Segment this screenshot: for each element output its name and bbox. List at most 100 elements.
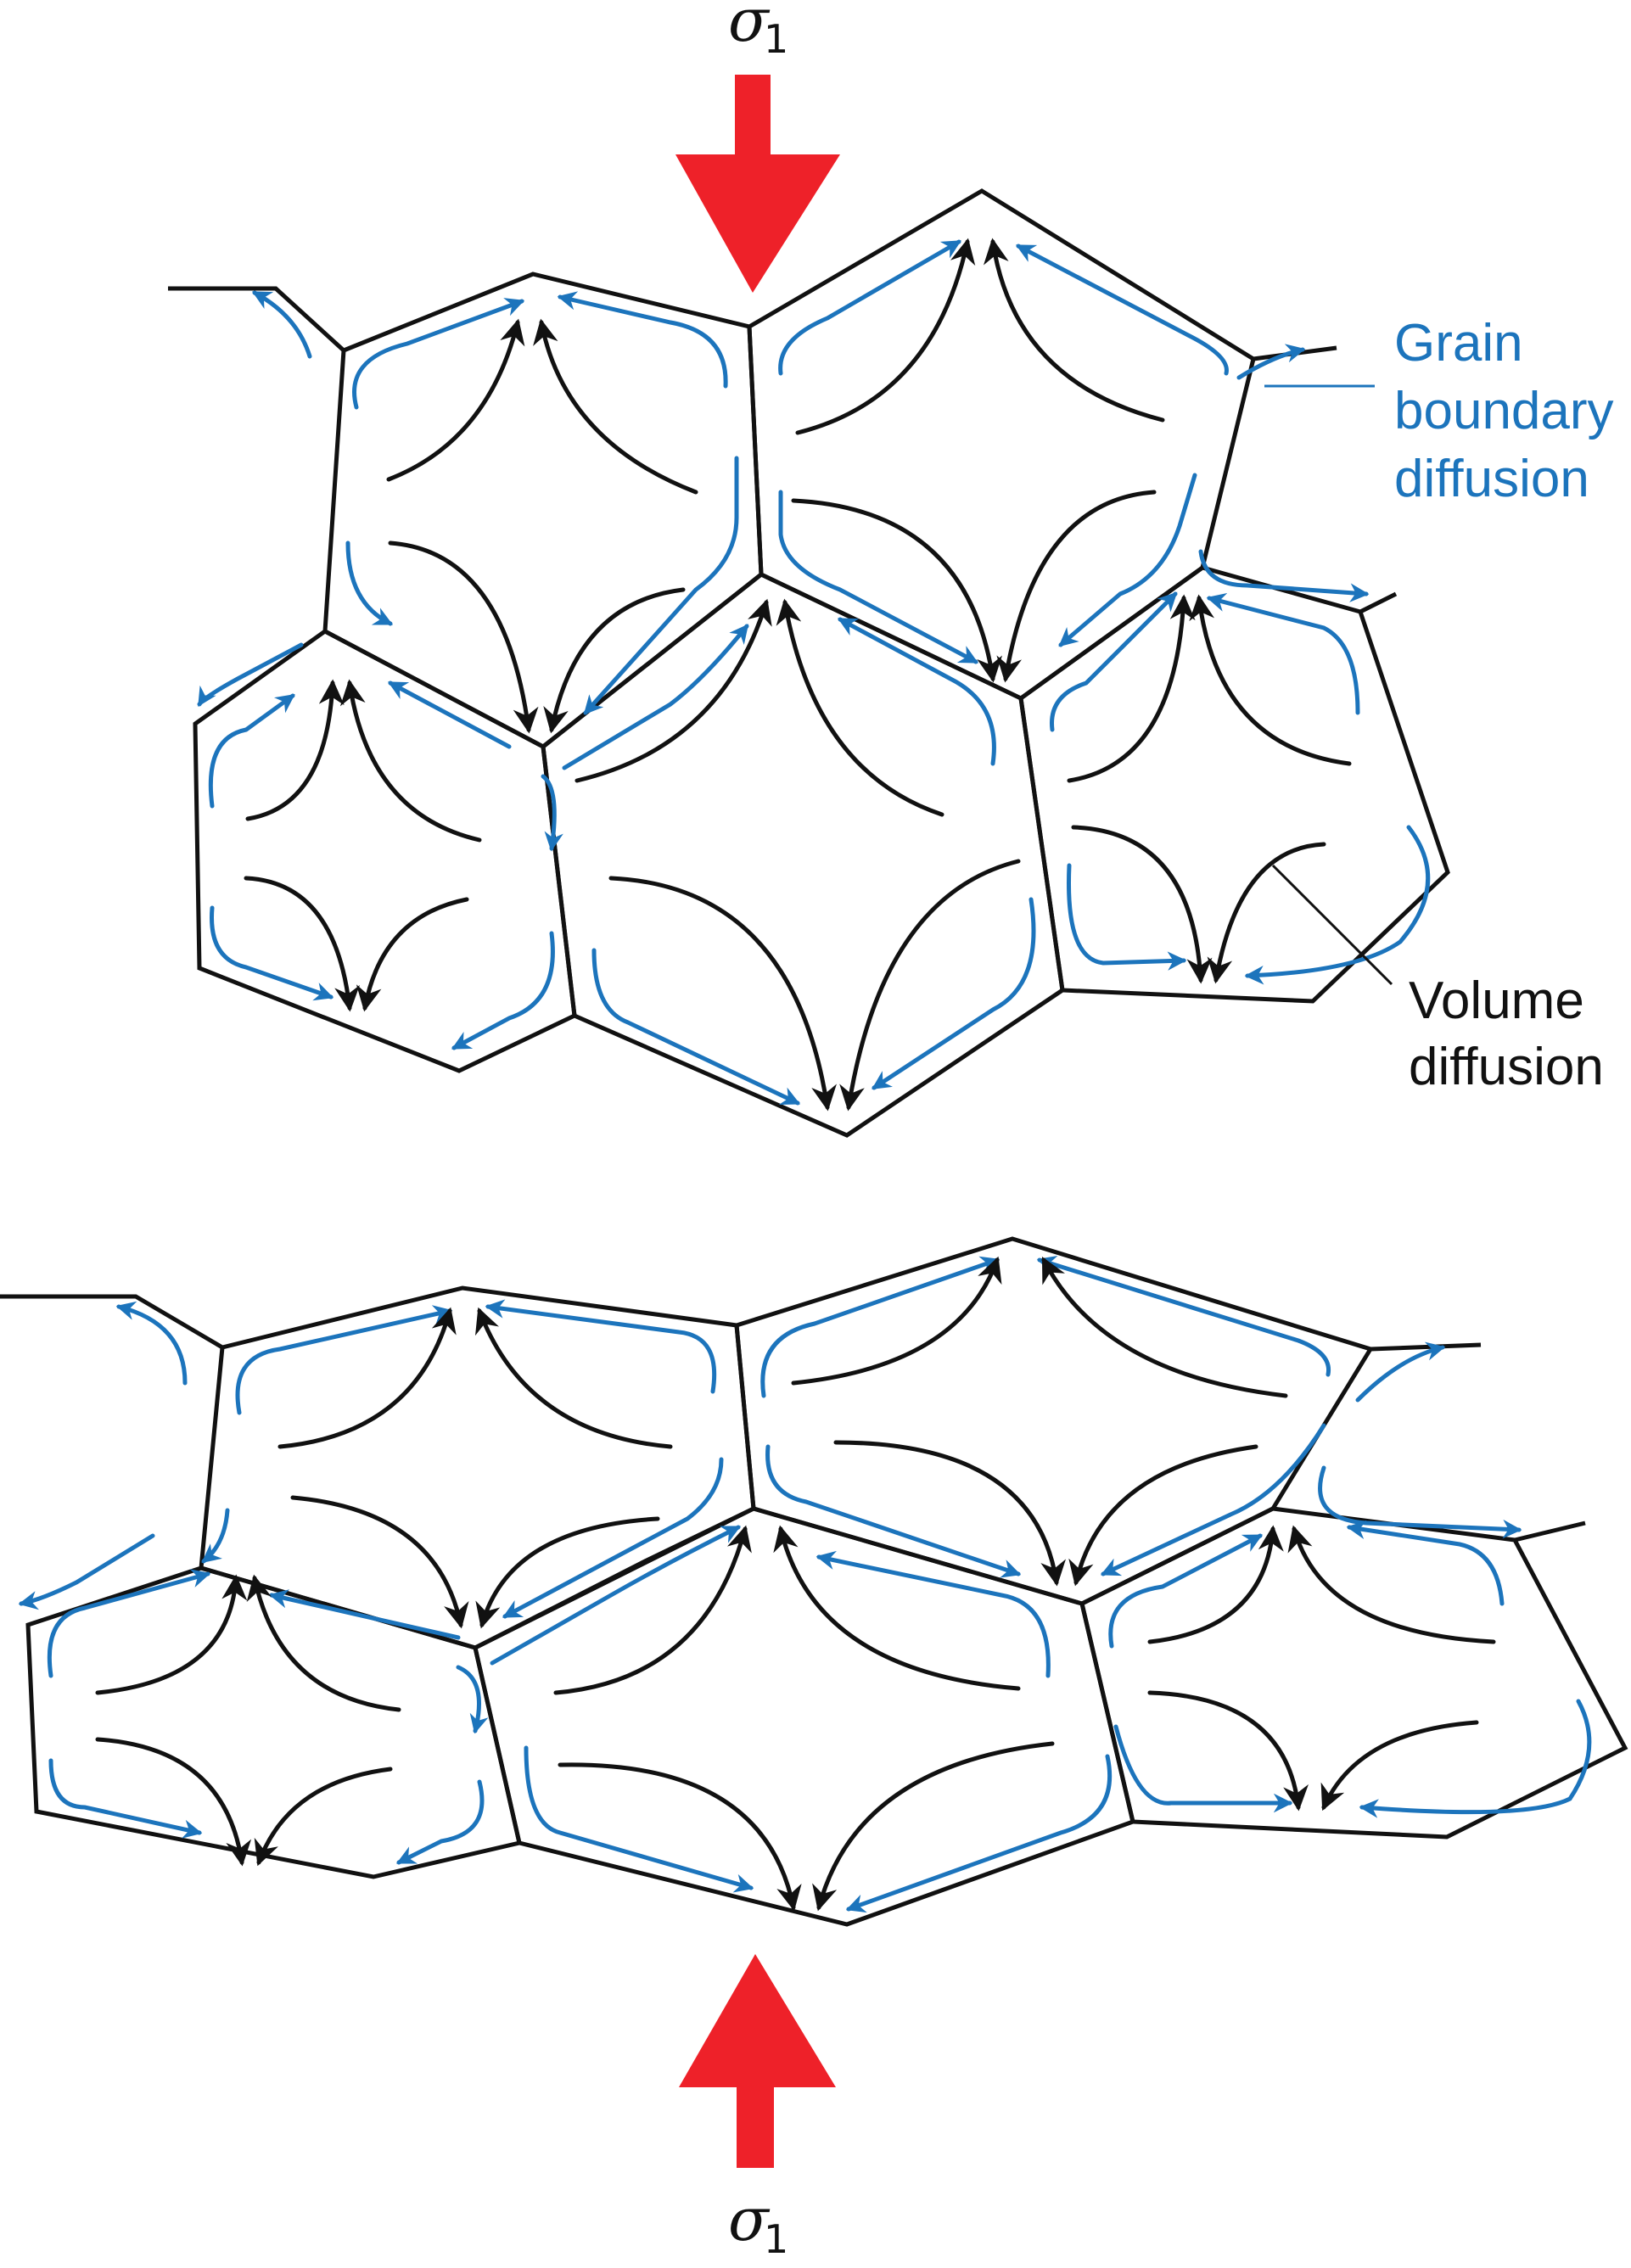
volume-diffusion-arrow: [254, 1767, 393, 1867]
gb-diffusion-arrow: [583, 456, 739, 715]
gb-diffusion-arrow: [816, 1550, 1051, 1678]
bottom-stress-subscript: 1: [764, 2216, 788, 2262]
volume-diffusion-arrow: [1147, 1525, 1284, 1644]
bottom-grain-aggregate: [0, 1236, 1628, 1927]
volume-diffusion-arrow: [608, 876, 837, 1112]
gb-diffusion-arrow: [345, 540, 394, 626]
gb-diffusion-arrow: [47, 1569, 211, 1678]
grain-boundary-stub: [1514, 1520, 1586, 1543]
gb-diffusion-arrow: [1067, 863, 1187, 971]
volume-diffusion-arrow: [290, 1495, 469, 1629]
bottom-stress-label: σ 1: [728, 2185, 788, 2262]
volume-diffusion-arrow: [245, 679, 345, 821]
top-stress-label: σ 1: [728, 0, 788, 62]
gb-diffusion-arrow: [1050, 591, 1178, 732]
volume-diffusion-arrow: [1041, 1257, 1288, 1398]
volume-diffusion-arrow: [1071, 825, 1213, 984]
gb-diffusion-arrow: [1355, 1341, 1446, 1403]
gb-diffusion-arrow: [1236, 344, 1306, 380]
grain-boundary-diffusion-label: Grain boundary diffusion: [1394, 314, 1614, 508]
gb-diffusion-arrow: [845, 1754, 1113, 1913]
gb-diffusion-arrow: [18, 1533, 155, 1610]
volume-diffusion-arrow: [812, 1741, 1055, 1912]
gb-label-line-1: Grain: [1394, 314, 1523, 372]
grain-boundary-stub: [1370, 1342, 1482, 1352]
top-stress-subscript: 1: [764, 16, 788, 62]
volume-diffusion-arrow: [388, 540, 539, 734]
volume-diffusion-arrow: [95, 1574, 248, 1695]
volume-diffusion-arrow: [1207, 842, 1326, 984]
volume-diffusion-arrow: [1287, 1525, 1496, 1644]
gb-diffusion-arrow: [541, 774, 563, 852]
gb-diffusion-arrow: [557, 291, 728, 389]
bottom-stress-symbol: σ: [728, 2185, 771, 2254]
gb-diffusion-arrow: [252, 290, 312, 359]
grain-boundary-stub: [0, 1294, 224, 1350]
gb-diffusion-arrow: [562, 624, 749, 770]
grain-boundaries: [168, 188, 1450, 1138]
gb-diffusion-arrow: [1113, 1724, 1293, 1813]
gb-diffusion-arrow: [524, 1745, 754, 1893]
volume-diffusion-arrow: [1189, 594, 1352, 766]
volume-diffusion-arrows: [244, 238, 1352, 1112]
volume-diffusion-arrow: [356, 897, 469, 1012]
volume-diffusion-arrow: [1067, 594, 1196, 783]
volume-diffusion-arrows: [95, 1256, 1496, 1912]
grain: [322, 272, 764, 749]
gb-diffusion-arrow: [1100, 1423, 1326, 1576]
gb-diffusion-arrow: [838, 617, 996, 766]
grain: [747, 188, 1256, 701]
volume-diffusion-arrow: [1320, 1720, 1479, 1812]
grain-boundaries: [0, 1236, 1628, 1927]
gb-diffusion-arrow: [210, 905, 334, 1001]
volume-diffusion-arrow: [558, 1762, 802, 1912]
volume-diffusion-arrow: [386, 318, 525, 482]
gb-diffusion-arrow: [451, 931, 555, 1050]
volume-diffusion-arrow: [533, 318, 698, 495]
volume-diffusion-arrow: [791, 1256, 1002, 1386]
gb-diffusion-arrow: [1346, 1520, 1505, 1606]
gb-diffusion-arrow: [490, 1525, 742, 1666]
grain-boundary-diffusion-arrows: [18, 1255, 1592, 1913]
volume-diffusion-arrow: [475, 1307, 673, 1449]
gb-diffusion-arrow: [395, 1779, 485, 1865]
grain-boundary-stub: [168, 286, 345, 352]
gb-label-line-3: diffusion: [1394, 450, 1589, 508]
volume-diffusion-arrow: [543, 587, 686, 734]
gb-diffusion-arrow: [1058, 473, 1197, 647]
gb-label-line-2: boundary: [1394, 382, 1614, 440]
volume-diffusion-arrow: [839, 859, 1021, 1112]
volume-diffusion-leader-line: [1271, 864, 1393, 986]
gb-diffusion-arrow: [1206, 592, 1360, 715]
volume-diffusion-arrow: [277, 1307, 457, 1449]
top-stress-symbol: σ: [728, 0, 771, 55]
gb-diffusion-arrow: [1108, 1533, 1263, 1649]
bottom-compression-arrow: [679, 1954, 836, 2168]
volume-diffusion-arrow: [833, 1440, 1066, 1587]
volume-diffusion-arrow: [773, 1525, 1021, 1691]
gb-diffusion-arrow: [760, 1256, 1000, 1398]
gb-diffusion-arrow: [201, 1508, 230, 1564]
vol-label-line-2: diffusion: [1409, 1038, 1604, 1096]
volume-diffusion-arrow: [574, 598, 772, 783]
volume-diffusion-arrow: [244, 876, 360, 1012]
gb-diffusion-arrow: [765, 1444, 1022, 1578]
gb-diffusion-arrow: [591, 948, 801, 1106]
gb-diffusion-arrow: [778, 490, 978, 664]
top-grain-aggregate: [168, 188, 1450, 1138]
volume-diffusion-arrow: [996, 490, 1157, 683]
gb-diffusion-arrow: [1036, 1255, 1331, 1377]
gb-diffusion-arrow: [502, 1457, 724, 1619]
grain: [193, 629, 577, 1073]
volume-diffusion-arrow: [1147, 1690, 1309, 1812]
gb-diffusion-arrow: [1198, 549, 1370, 602]
grain: [734, 1236, 1374, 1606]
volume-diffusion-arrow: [475, 1516, 660, 1629]
gb-diffusion-arrow: [208, 693, 295, 809]
gb-diffusion-arrow: [115, 1301, 188, 1386]
volume-diffusion-arrow: [1068, 1444, 1258, 1587]
grain-boundary-stub: [1359, 591, 1398, 614]
gb-diffusion-arrow: [268, 1589, 461, 1640]
gb-diffusion-arrow: [352, 298, 525, 410]
